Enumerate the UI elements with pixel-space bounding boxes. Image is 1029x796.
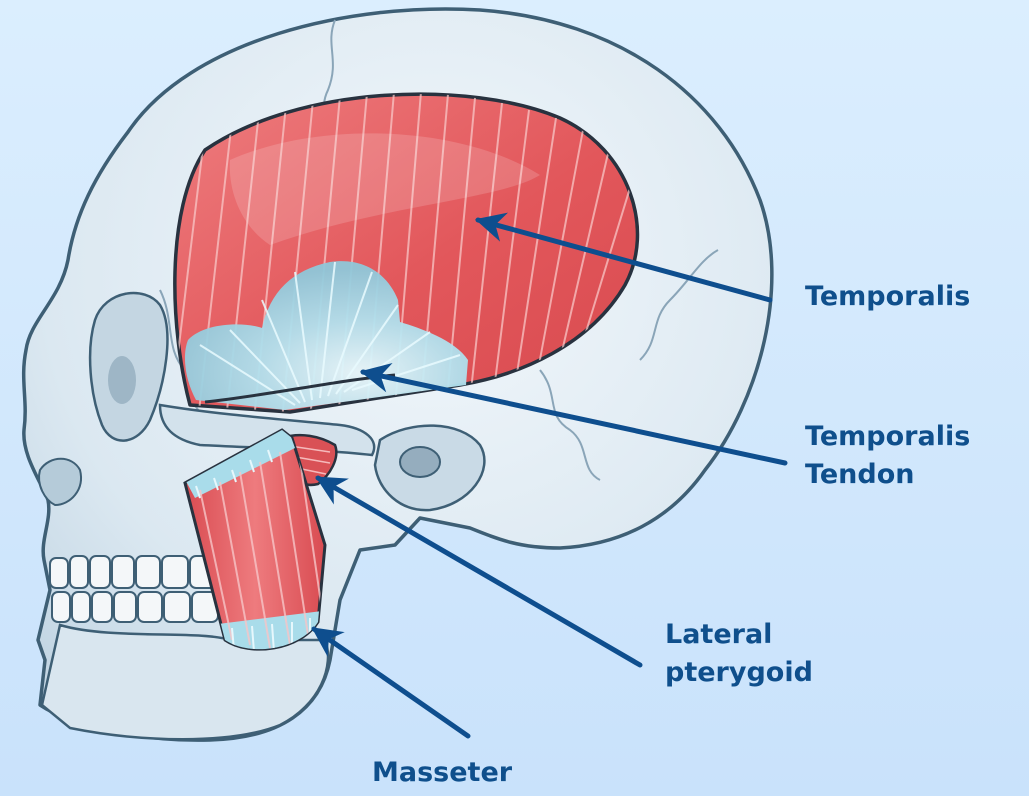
label-lateral-pterygoid: Lateral pterygoid: [665, 616, 813, 693]
label-masseter: Masseter: [372, 754, 512, 792]
orbit-hollow: [108, 356, 136, 404]
ear-canal: [400, 447, 440, 477]
arrow-masseter: [314, 629, 468, 736]
label-lateral-pterygoid-line2: pterygoid: [665, 654, 813, 692]
label-temporalis-tendon: Temporalis Tendon: [805, 418, 970, 495]
label-temporalis-tendon-line1: Temporalis: [805, 418, 970, 456]
label-temporalis-text: Temporalis: [805, 278, 970, 316]
label-temporalis: Temporalis: [805, 278, 970, 316]
label-lateral-pterygoid-line1: Lateral: [665, 616, 813, 654]
label-masseter-text: Masseter: [372, 754, 512, 792]
label-temporalis-tendon-line2: Tendon: [805, 456, 970, 494]
